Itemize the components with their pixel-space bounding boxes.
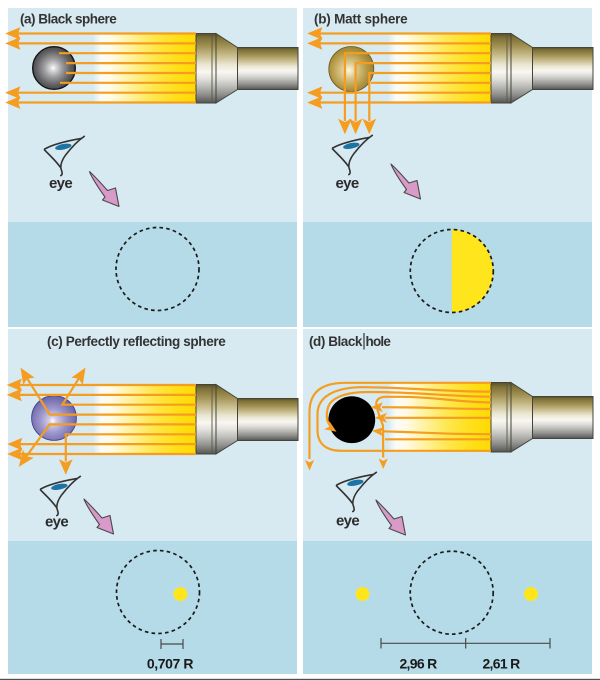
svg-text:(c) Perfectly reflecting spher: (c) Perfectly reflecting sphere bbox=[47, 334, 226, 349]
svg-text:2,96 R: 2,96 R bbox=[399, 656, 437, 672]
svg-text:eye: eye bbox=[45, 514, 68, 531]
svg-text:eye: eye bbox=[49, 175, 72, 192]
svg-text:(d) Black: (d) Black bbox=[309, 334, 363, 349]
svg-text:2,61 R: 2,61 R bbox=[482, 656, 520, 672]
svg-text:hole: hole bbox=[366, 334, 392, 349]
svg-text:(b) Matt sphere: (b) Matt sphere bbox=[314, 12, 408, 27]
svg-text:eye: eye bbox=[336, 175, 359, 192]
svg-text:eye: eye bbox=[336, 513, 359, 530]
svg-text:0,707 R: 0,707 R bbox=[147, 656, 194, 672]
svg-text:(a) Black sphere: (a) Black sphere bbox=[20, 12, 117, 27]
